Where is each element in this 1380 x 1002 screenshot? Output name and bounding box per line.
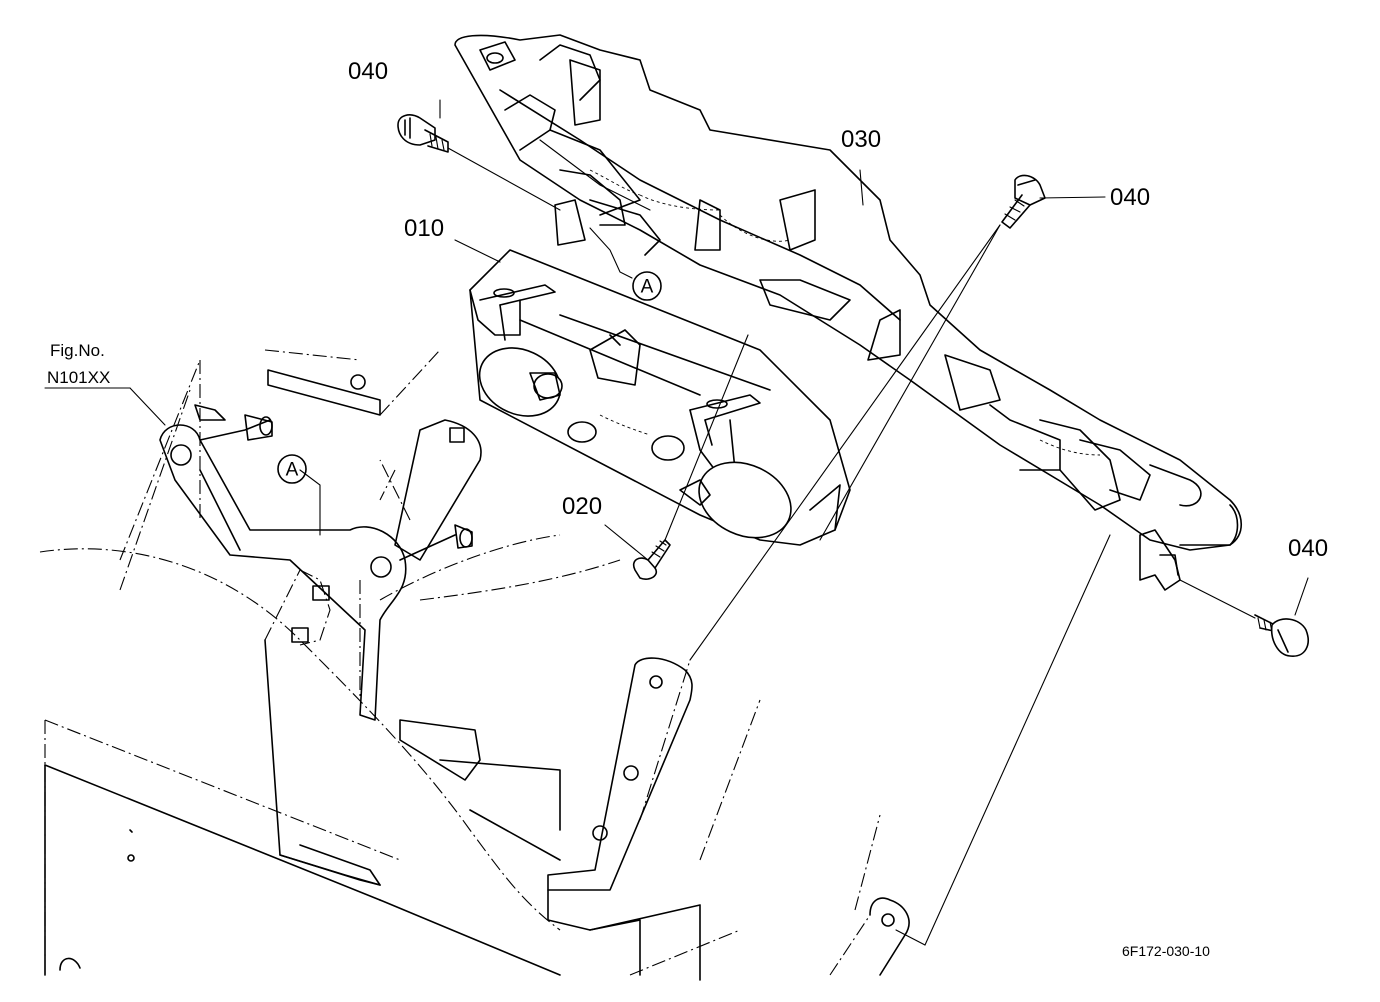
instrument-panel [469,249,851,546]
screw-020 [632,539,671,580]
bracket-arm [159,404,482,886]
tractor-body-frame [39,349,621,976]
label-040-right-bottom: 040 [1288,535,1328,562]
label-040-right-top: 040 [1110,184,1150,211]
fig-no-value: N101XX [47,368,110,387]
callout-a-1-text: A [641,277,654,298]
label-030: 030 [841,126,881,153]
top-housing-panel [454,34,1243,591]
label-020: 020 [562,493,602,520]
bolt-040-top-left [397,114,449,153]
callout-a-2-text: A [286,460,299,481]
bolt-040-right-bottom [1254,614,1309,657]
callout-a-1: A [632,271,662,301]
callout-a-2: A [277,454,307,484]
drawing-reference-number: 6F172-030-10 [1122,943,1210,959]
bolt-040-right-top [1001,174,1046,229]
side-frame-parts [399,657,910,981]
label-040-top-left: 040 [348,58,388,85]
label-010: 010 [404,215,444,242]
leader-lines [44,99,1309,946]
fig-no-label: Fig.No. [50,341,105,360]
